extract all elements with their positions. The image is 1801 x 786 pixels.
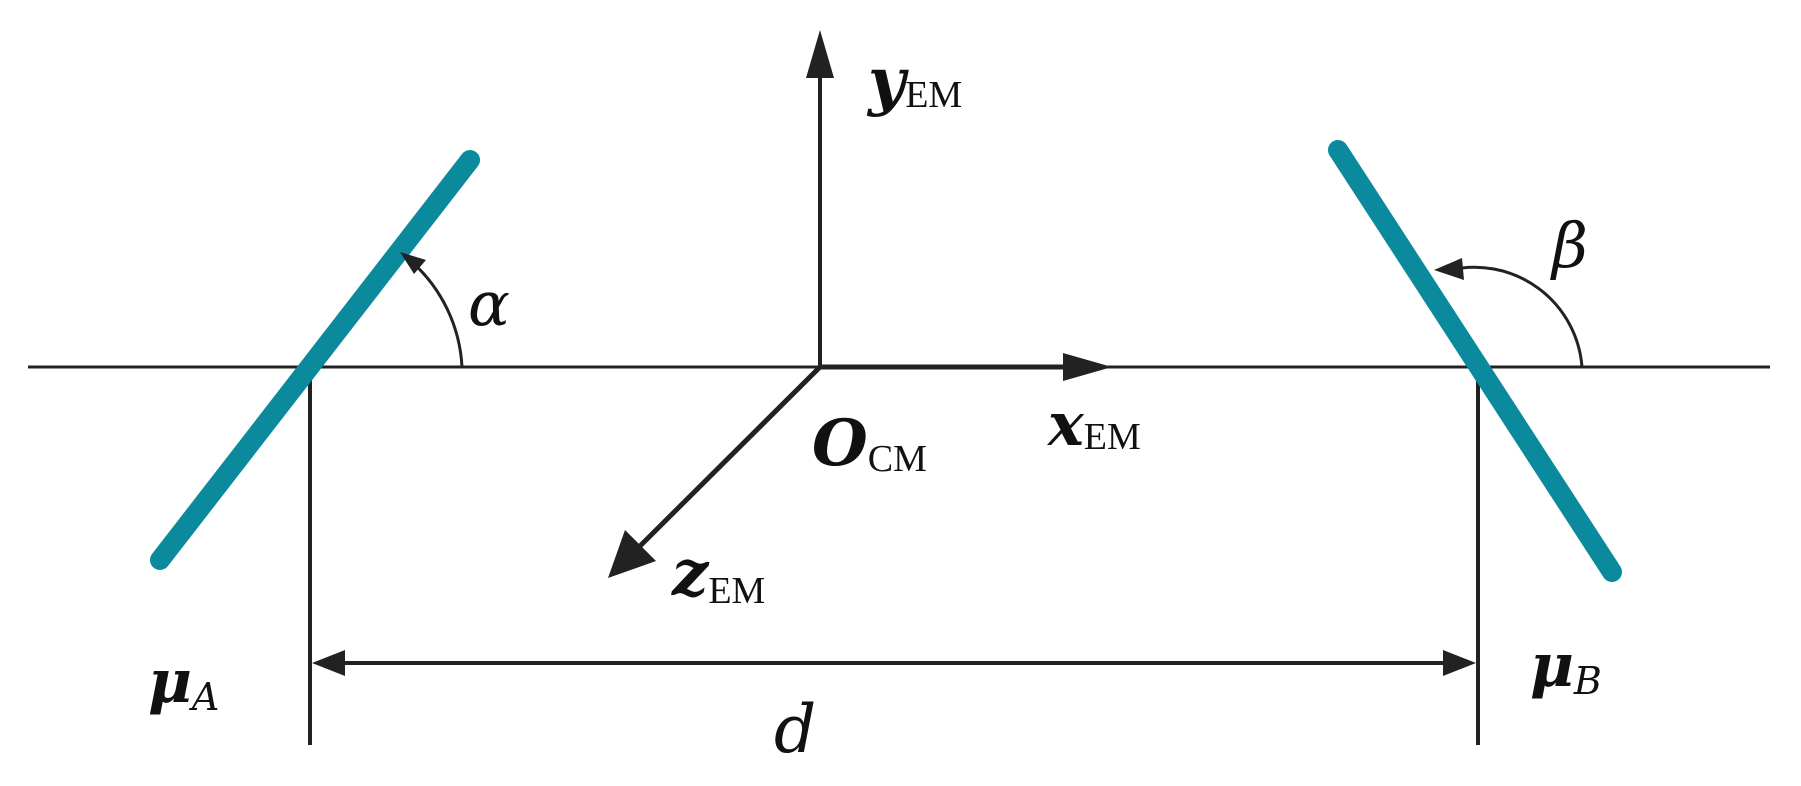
beta-angle-arc (1449, 265, 1584, 368)
alpha-arc-arrowhead (400, 252, 426, 274)
dipole-a-rod (150, 150, 480, 570)
z-axis-label: zEM (671, 536, 765, 612)
z-axis-arrowhead (608, 530, 656, 578)
z-axis-line (636, 365, 822, 550)
alpha-angle-arc (410, 260, 464, 368)
mu-b-label: μB (1530, 631, 1602, 703)
distance-label: d (774, 691, 816, 768)
beta-label: β (1550, 209, 1588, 282)
origin-label: OCM (812, 406, 927, 481)
y-axis-arrowhead (806, 30, 834, 78)
x-axis-label: xEM (1046, 390, 1141, 460)
beta-arc-arrowhead (1434, 258, 1464, 280)
alpha-label: α (468, 267, 510, 340)
distance-arrowhead-left (312, 650, 345, 676)
x-axis-arrowhead (1063, 353, 1112, 381)
dipole-b-rod (1328, 140, 1622, 582)
y-axis-label: yEM (866, 44, 962, 119)
mu-a-label: μA (148, 647, 219, 719)
distance-arrowhead-right (1443, 650, 1476, 676)
